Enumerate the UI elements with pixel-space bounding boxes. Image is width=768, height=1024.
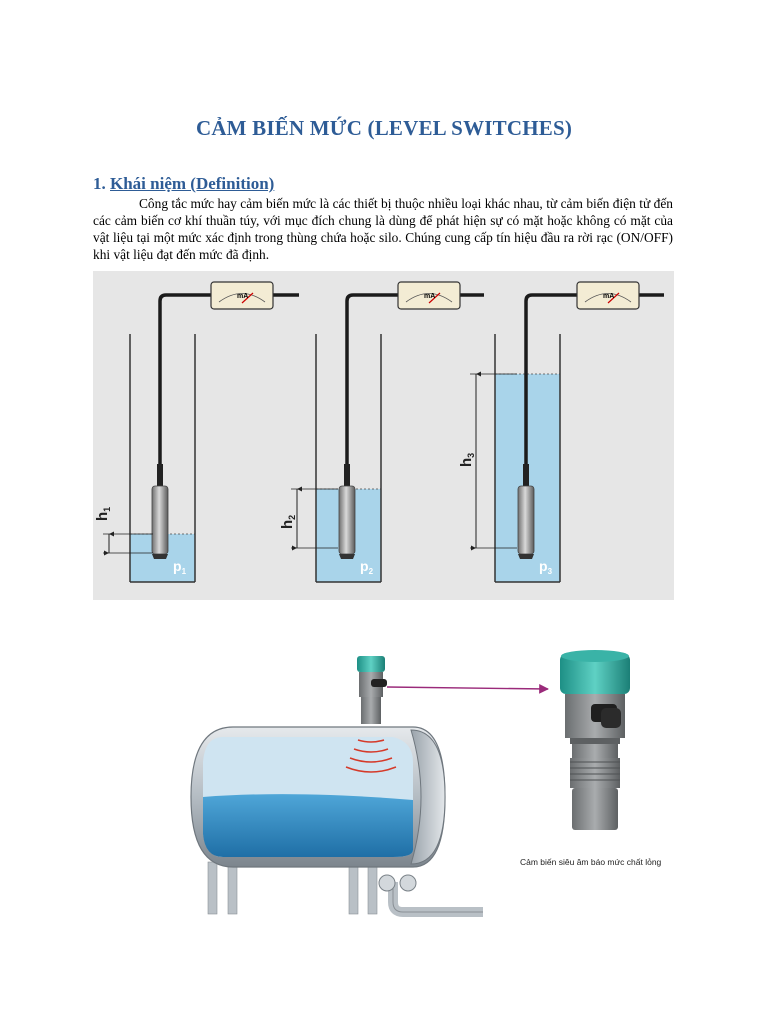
ultrasonic-sensor-figure: Cảm biến siêu âm báo mức chất lỏng <box>93 612 674 960</box>
svg-text:p1: p1 <box>173 558 187 576</box>
definition-paragraph: Công tắc mức hay cảm biến mức là các thi… <box>93 195 673 263</box>
paragraph-text: Công tắc mức hay cảm biến mức là các thi… <box>93 196 673 262</box>
svg-text:mA: mA <box>424 293 435 300</box>
h3-label: h <box>458 458 475 467</box>
meter-3: mA <box>576 281 640 310</box>
svg-text:h1: h1 <box>94 507 112 521</box>
figure-caption: Cảm biến siêu âm báo mức chất lỏng <box>520 857 662 867</box>
p2-label: p <box>360 558 369 574</box>
tank-1: mA h1 p1 <box>94 281 299 583</box>
meter-2: mA <box>397 281 461 310</box>
meter-1: mA <box>210 281 274 310</box>
svg-text:p3: p3 <box>539 558 553 576</box>
thread <box>570 758 620 788</box>
section-heading: 1. Khái niệm (Definition) <box>93 174 274 194</box>
page-title: CẢM BIẾN MỨC (LEVEL SWITCHES) <box>195 116 573 140</box>
ultrasonic-sensor-closeup <box>560 650 630 830</box>
svg-text:h3: h3 <box>458 453 476 467</box>
p1-label: p <box>173 558 182 574</box>
section-heading-link[interactable]: Khái niệm (Definition) <box>110 174 275 193</box>
svg-text:p2: p2 <box>360 558 374 576</box>
p3-label: p <box>539 558 548 574</box>
svg-text:mA: mA <box>237 293 248 300</box>
h2-label: h <box>279 520 296 529</box>
tank-3: mA h3 p3 <box>458 281 664 583</box>
tank-2: mA h2 p2 <box>279 281 484 583</box>
hydrostatic-level-figure: mA h1 p1 mA h2 <box>93 271 674 600</box>
storage-tank <box>190 726 483 917</box>
section-number: 1. <box>93 174 106 193</box>
h1-label: h <box>94 512 111 521</box>
mounted-ultrasonic-sensor <box>357 656 387 724</box>
svg-text:h2: h2 <box>279 515 297 529</box>
svg-text:mA: mA <box>603 293 614 300</box>
